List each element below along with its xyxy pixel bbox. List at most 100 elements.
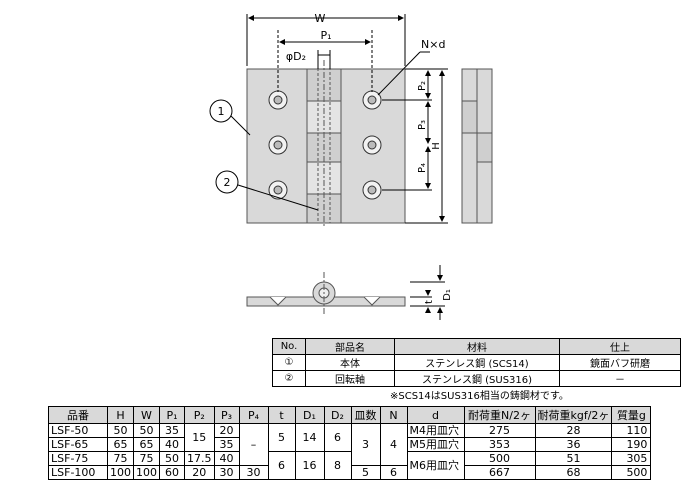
spec-cell: 353: [463, 437, 536, 452]
hinge-side-view: [461, 68, 493, 224]
spec-cell: 6: [267, 451, 296, 480]
spec-cell: 75: [133, 451, 160, 466]
parts-table: No. 部品名 材料 仕上 ① 本体 ステンレス鋼 (SCS14) 鏡面バフ研磨…: [272, 338, 681, 387]
spec-header: W: [133, 406, 160, 424]
parts-cell: ①: [272, 354, 306, 371]
spec-cell: 4: [379, 423, 408, 466]
spec-row: LSF-50 50 50 35 15 20 – 5 14 6 3 4 M4用皿穴…: [48, 423, 652, 466]
spec-cell: 6: [379, 465, 408, 480]
spec-header: D₁: [294, 406, 325, 424]
spec-cell: 36: [534, 437, 613, 452]
spec-cell: 50: [159, 451, 185, 466]
hinge-front-view: [246, 60, 406, 228]
hinge-drawing: W P₁ φD₂ N×d P₂ P₃ P₄ H 1 2: [209, 12, 493, 320]
spec-cell: 17.5: [184, 451, 215, 466]
spec-cell: 35: [159, 423, 185, 438]
callout-2: 2: [224, 176, 231, 189]
spec-header: 耐荷重N/2ヶ: [463, 406, 536, 424]
parts-cell: 本体: [305, 354, 395, 371]
parts-note: ※SCS14はSUS316相当の鋳鋼材です。: [390, 391, 569, 402]
spec-header: H: [107, 406, 134, 424]
spec-cell: 190: [611, 437, 652, 452]
spec-header: D₂: [323, 406, 352, 424]
spec-cell: 667: [463, 465, 536, 480]
spec-cell: 30: [238, 465, 269, 480]
callout-1: 1: [218, 105, 225, 118]
dim-d1-label: D₁: [442, 289, 453, 301]
parts-cell: 回転軸: [305, 370, 395, 387]
spec-table: 品番 H W P₁ P₂ P₃ P₄ t D₁ D₂ 皿数 N d 耐荷重N/2…: [48, 406, 652, 480]
spec-cell: 40: [159, 437, 185, 452]
parts-cell: ステンレス鋼 (SCS14): [394, 354, 560, 371]
spec-cell: LSF-50: [48, 423, 108, 438]
spec-cell: 50: [133, 423, 160, 438]
spec-cell: LSF-65: [48, 437, 108, 452]
spec-header: 質量g: [611, 406, 652, 424]
spec-header: t: [267, 406, 296, 424]
parts-row: ② 回転軸 ステンレス鋼 (SUS316) －: [272, 370, 681, 387]
spec-cell: 8: [323, 451, 352, 480]
dim-p2-label: P₂: [417, 81, 428, 91]
dim-t-label: t: [424, 300, 435, 304]
parts-header: 仕上: [559, 338, 681, 355]
parts-header: 材料: [394, 338, 560, 355]
spec-cell: LSF-75: [48, 451, 108, 466]
spec-header: d: [406, 406, 465, 424]
parts-cell: 鏡面バフ研磨: [559, 354, 681, 371]
spec-header: P₂: [184, 406, 215, 424]
spec-cell: 100: [107, 465, 134, 480]
spec-cell: 65: [133, 437, 160, 452]
parts-row: ① 本体 ステンレス鋼 (SCS14) 鏡面バフ研磨: [272, 354, 681, 371]
spec-cell: 6: [323, 423, 352, 452]
dim-nxd-label: N×d: [421, 38, 445, 51]
parts-header-row: No. 部品名 材料 仕上: [272, 338, 681, 355]
parts-cell: ステンレス鋼 (SUS316): [394, 370, 560, 387]
dim-phid2-label: φD₂: [286, 50, 306, 63]
spec-cell: 50: [107, 423, 134, 438]
spec-cell: 20: [213, 423, 240, 438]
spec-header: 品番: [48, 406, 108, 424]
spec-cell: 20: [184, 465, 215, 480]
spec-cell: 51: [534, 451, 613, 466]
spec-cell: M4用皿穴: [406, 423, 465, 438]
dim-h-label: H: [431, 142, 442, 150]
spec-cell: 110: [611, 423, 652, 438]
spec-cell: 16: [294, 451, 325, 480]
spec-cell: 30: [213, 465, 240, 480]
spec-cell: 500: [463, 451, 536, 466]
parts-cell: －: [559, 370, 681, 387]
spec-row: LSF-75 75 75 50 17.5 40 6 16 8 M6用皿穴 500…: [48, 451, 652, 480]
dim-p1-label: P₁: [320, 29, 331, 42]
spec-cell: 75: [107, 451, 134, 466]
spec-header: 皿数: [350, 406, 381, 424]
spec-cell: LSF-100: [48, 465, 108, 480]
spec-cell: M5用皿穴: [406, 437, 465, 452]
spec-cell: 275: [463, 423, 536, 438]
spec-cell: 28: [534, 423, 613, 438]
spec-cell: 65: [107, 437, 134, 452]
spec-cell: 35: [213, 437, 240, 452]
spec-header-row: 品番 H W P₁ P₂ P₃ P₄ t D₁ D₂ 皿数 N d 耐荷重N/2…: [48, 406, 652, 424]
parts-header: No.: [272, 338, 306, 355]
spec-cell: 40: [213, 451, 240, 466]
spec-cell: M6用皿穴: [406, 451, 465, 480]
spec-cell: 3: [350, 423, 381, 466]
spec-header: 耐荷重kgf/2ヶ: [534, 406, 613, 424]
dim-p3-label: P₃: [417, 120, 428, 130]
spec-cell: 14: [294, 423, 325, 452]
spec-cell: 15: [184, 423, 215, 452]
parts-header: 部品名: [305, 338, 395, 355]
spec-header: P₁: [159, 406, 185, 424]
spec-cell: 305: [611, 451, 652, 466]
spec-header: P₃: [213, 406, 240, 424]
dim-w-label: W: [315, 12, 326, 25]
spec-header: P₄: [238, 406, 269, 424]
spec-cell: 5: [267, 423, 296, 452]
spec-cell: 100: [133, 465, 160, 480]
parts-cell: ②: [272, 370, 306, 387]
spec-cell: 68: [534, 465, 613, 480]
spec-header: N: [379, 406, 408, 424]
hinge-bottom-view: [246, 281, 406, 307]
dim-p4-label: P₄: [417, 163, 428, 173]
spec-cell: 5: [350, 465, 381, 480]
